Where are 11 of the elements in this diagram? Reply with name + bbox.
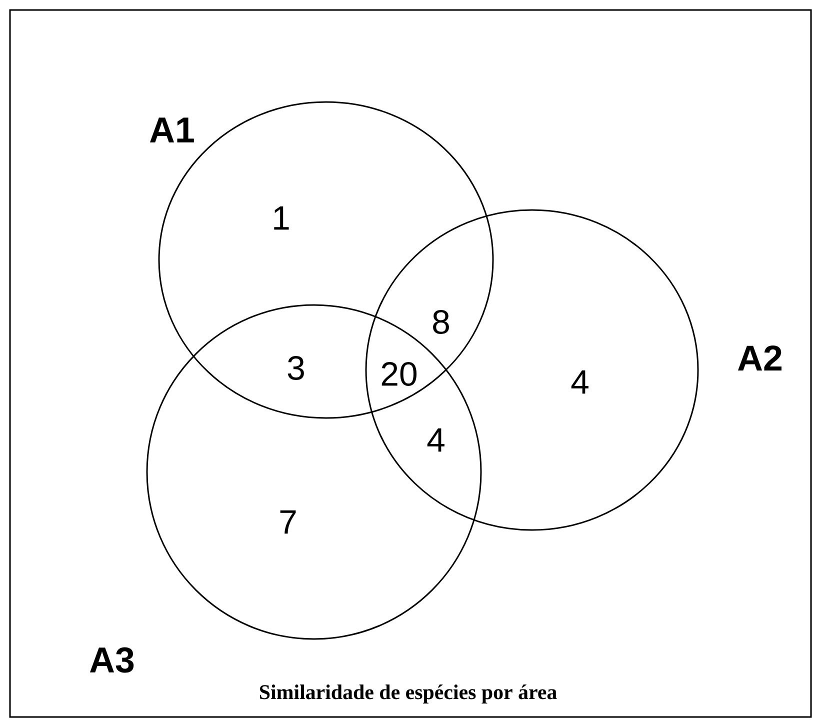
region-count: 4 <box>571 370 588 394</box>
set-label: A2 <box>738 345 782 371</box>
caption: Similaridade de espécies por área <box>260 684 557 704</box>
region-count: 8 <box>433 310 449 334</box>
region-count: 1 <box>274 206 289 230</box>
region-count: 4 <box>427 428 444 452</box>
region-count: 20 <box>382 362 417 386</box>
region-count: 7 <box>280 510 296 534</box>
set-label: A3 <box>90 647 134 673</box>
set-label: A1 <box>150 118 194 142</box>
region-count: 3 <box>288 356 304 380</box>
